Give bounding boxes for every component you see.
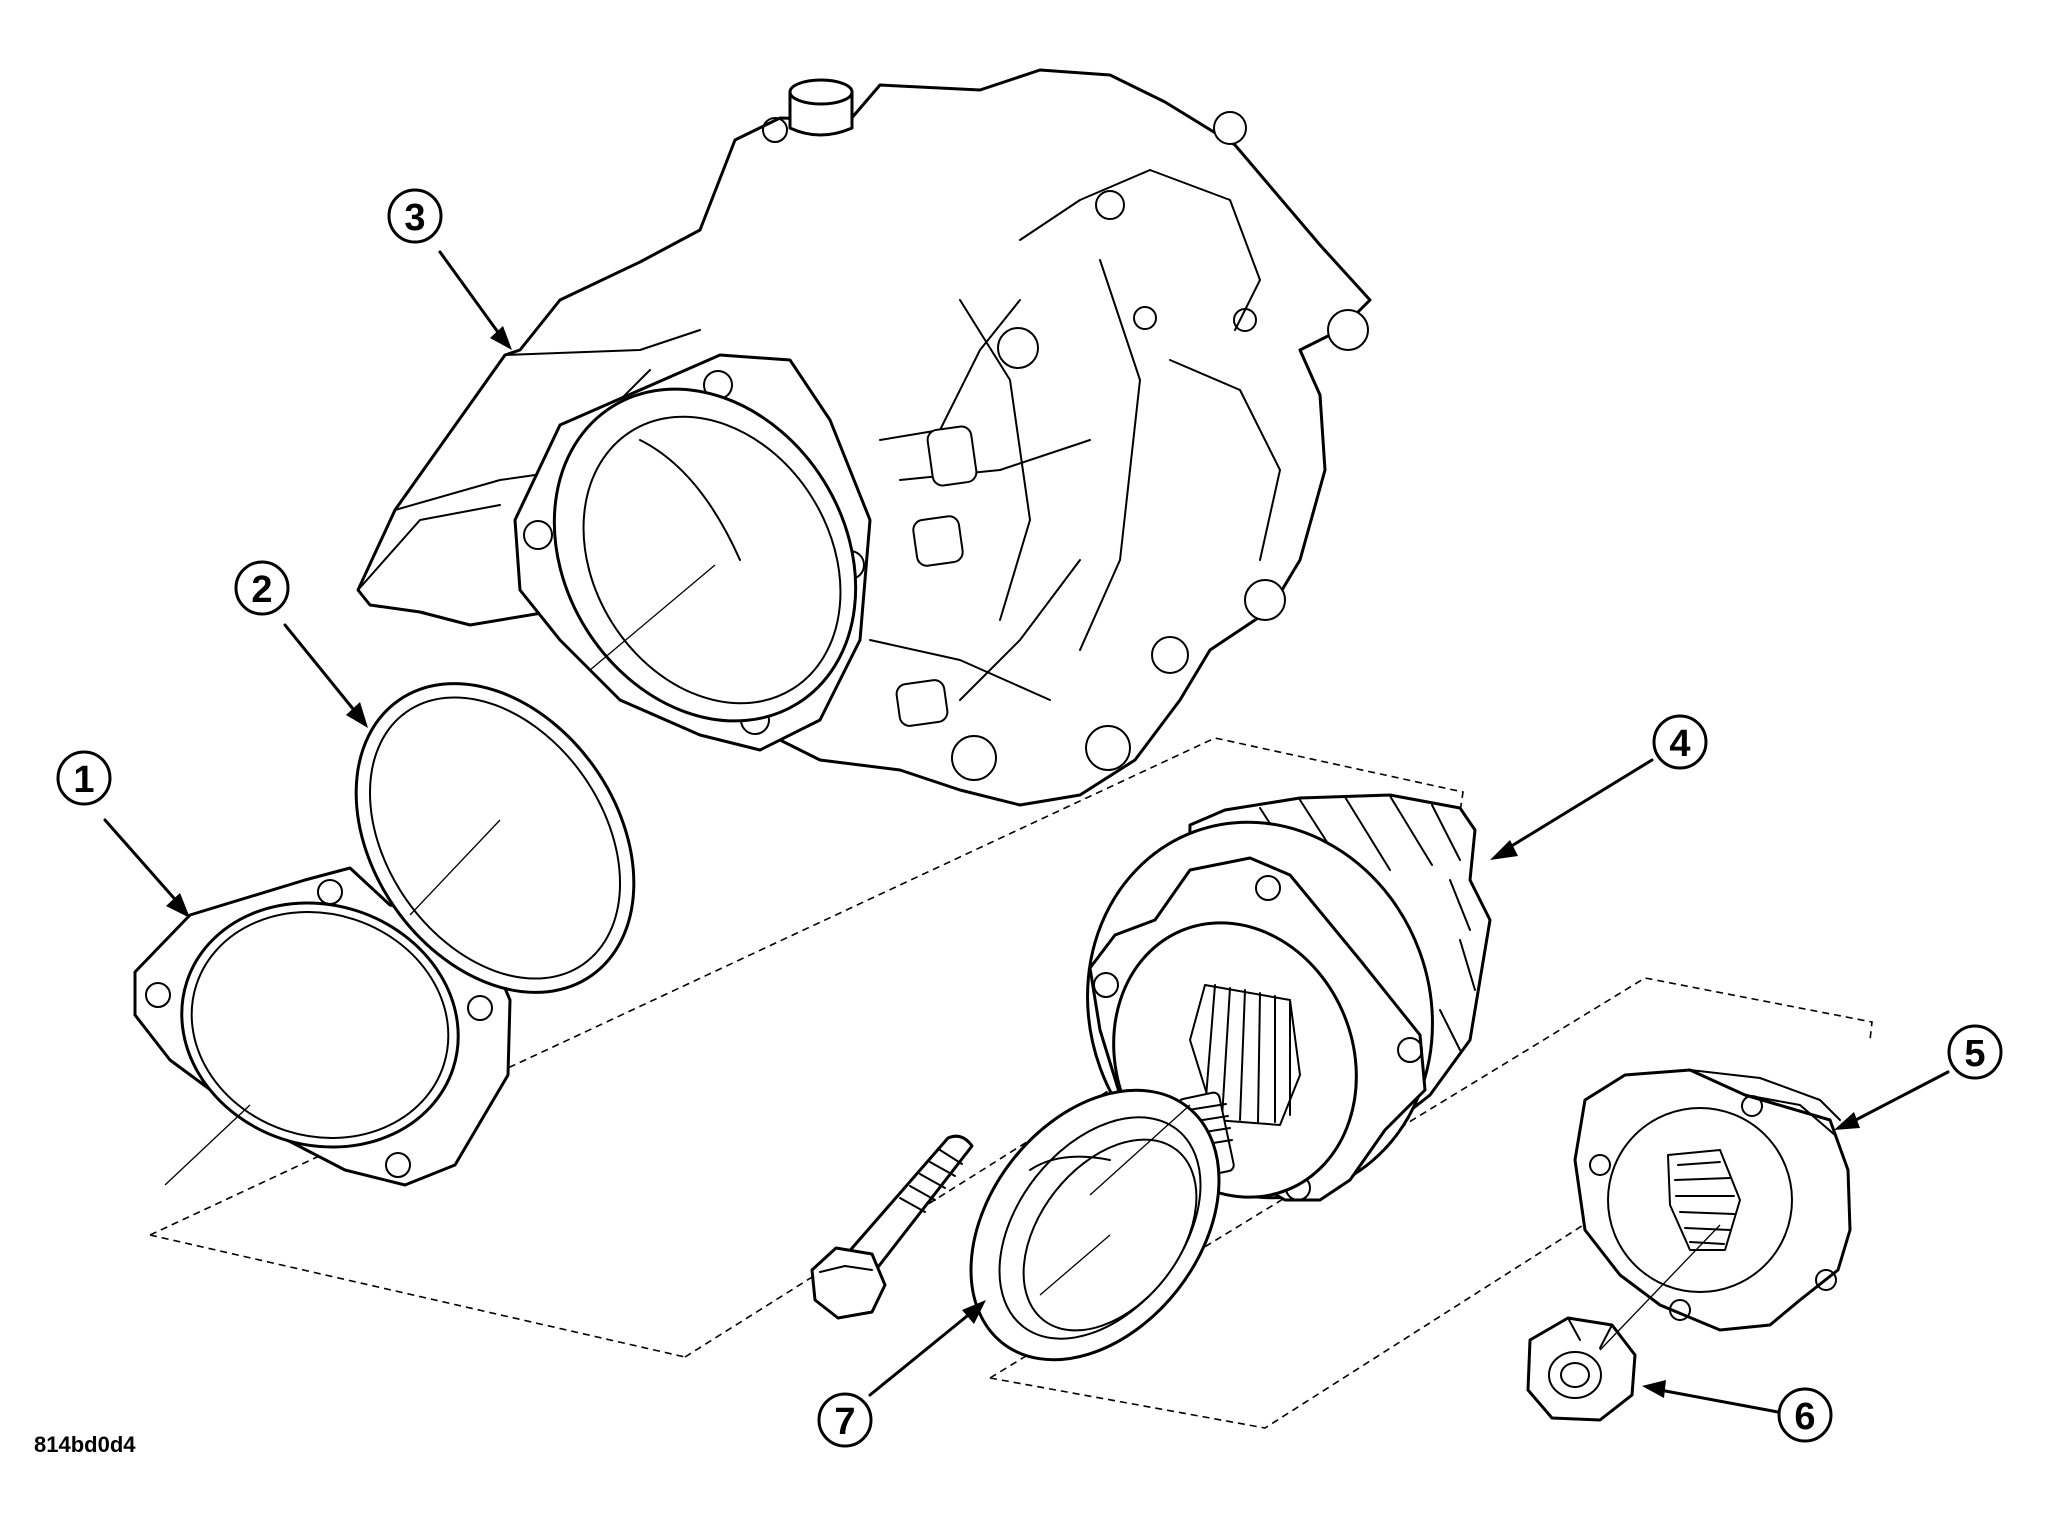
nut-part	[1526, 1316, 1637, 1422]
callout-4-label: 4	[1669, 723, 1690, 765]
callout-7-label: 7	[834, 1401, 855, 1443]
callout-5: 5	[1834, 1024, 2003, 1130]
figure-id: 814bd0d4	[34, 1432, 136, 1457]
bolt-part	[810, 1134, 974, 1320]
callout-4: 4	[1490, 714, 1708, 860]
callout-6-label: 6	[1794, 1396, 1815, 1438]
callout-1-label: 1	[73, 759, 94, 801]
callout-2-label: 2	[251, 569, 272, 611]
alignment-guides	[149, 737, 1873, 1429]
callout-1: 1	[56, 750, 190, 918]
callout-7: 7	[817, 1300, 986, 1448]
gasket-part	[133, 866, 512, 1187]
housing-part	[356, 68, 1372, 807]
leader-lines	[164, 564, 1721, 1351]
callout-6: 6	[1642, 1380, 1833, 1443]
callout-2: 2	[234, 560, 368, 728]
callout-3: 3	[387, 188, 512, 350]
callout-5-label: 5	[1964, 1033, 1985, 1075]
pinion-spline	[1189, 984, 1301, 1126]
o-ring-part	[354, 682, 636, 994]
callout-3-label: 3	[404, 197, 425, 239]
cover-part	[1573, 1068, 1852, 1332]
